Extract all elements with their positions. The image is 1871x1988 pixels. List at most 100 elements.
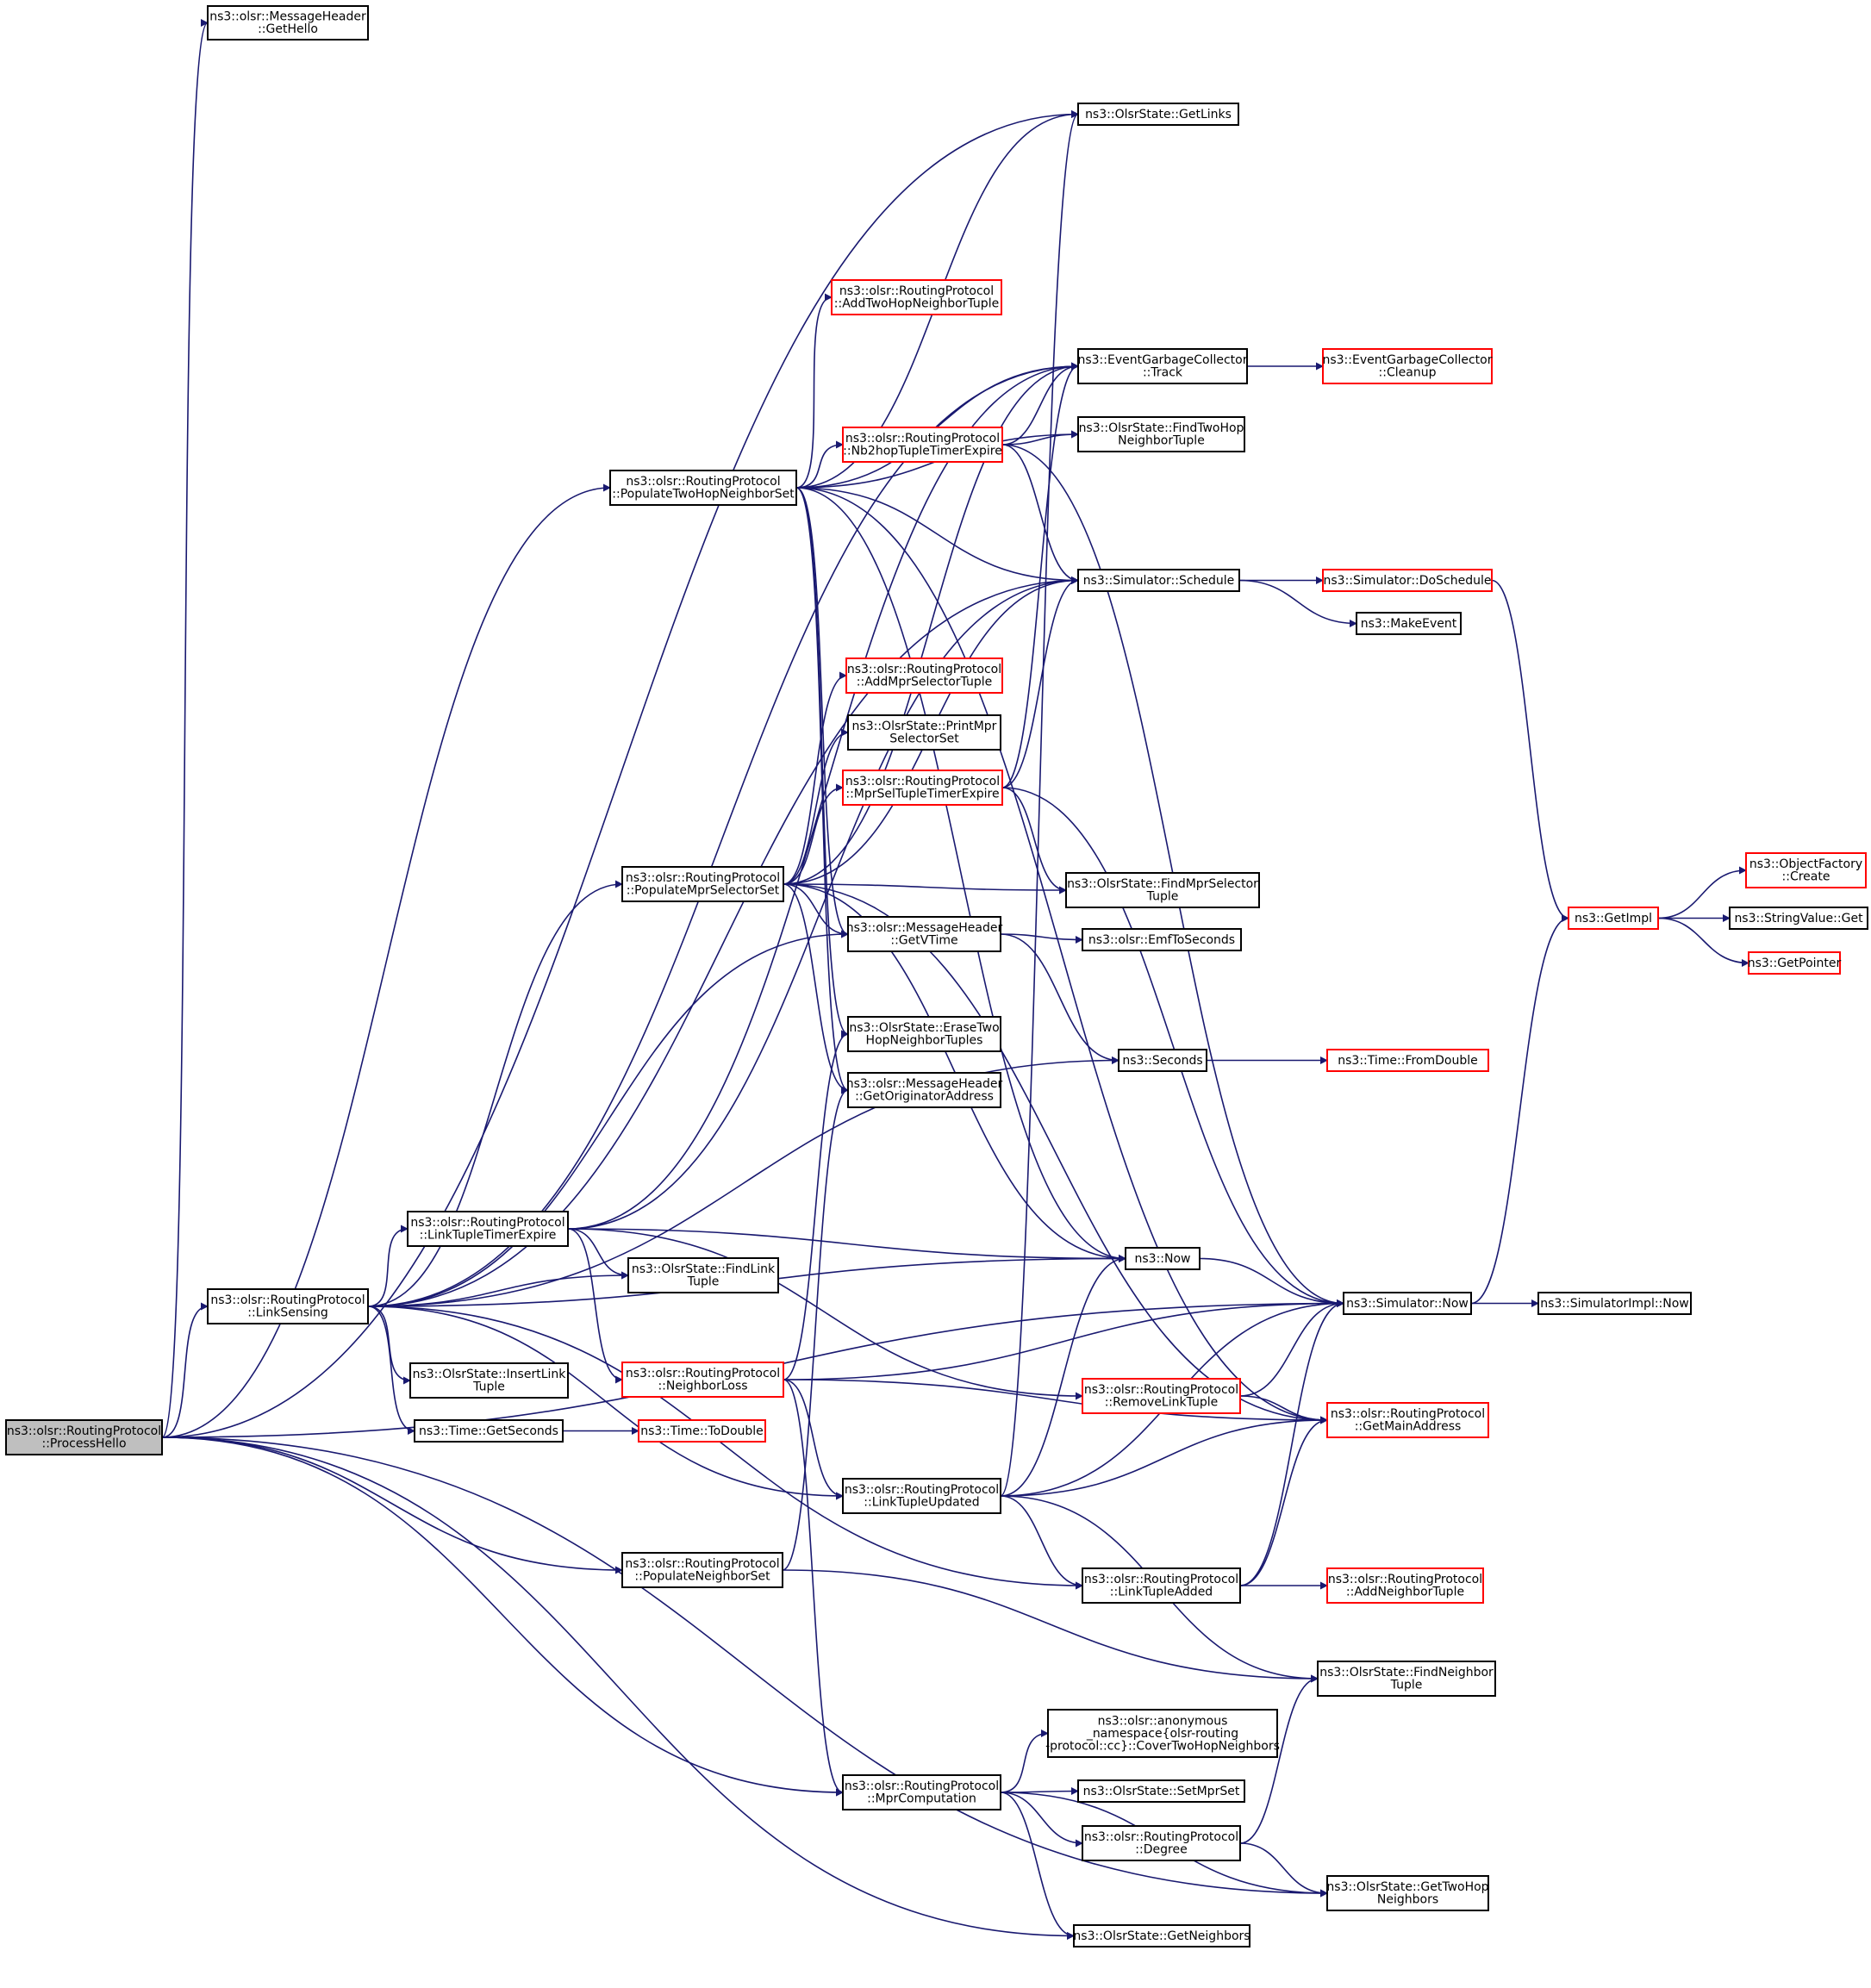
node-simImplNow[interactable]: ns3::SimulatorImpl::Now: [1537, 1292, 1692, 1315]
node-setMprSet[interactable]: ns3::OlsrState::SetMprSet: [1077, 1779, 1245, 1803]
node-stringValueGet[interactable]: ns3::StringValue::Get: [1729, 907, 1868, 930]
node-linkTupleExpire[interactable]: ns3::olsr::RoutingProtocol::LinkTupleTim…: [407, 1211, 569, 1247]
node-getVTime[interactable]: ns3::olsr::MessageHeader::GetVTime: [846, 916, 1003, 952]
node-mprSelExpire[interactable]: ns3::olsr::RoutingProtocol::MprSelTupleT…: [842, 770, 1003, 806]
node-box: [1326, 1402, 1489, 1438]
node-box: [842, 770, 1003, 806]
edge-linkTupleUpdated-to-getLinks: [1000, 110, 1079, 1497]
node-timeGetSeconds[interactable]: ns3::Time::GetSeconds: [414, 1419, 564, 1443]
node-box: [1077, 103, 1239, 126]
node-box: [1317, 1661, 1496, 1697]
edge-linkSensing-to-populateMprSel: [367, 880, 623, 1307]
node-box: [621, 1362, 784, 1398]
node-objectFactory[interactable]: ns3::ObjectFactory::Create: [1745, 852, 1867, 888]
edge-linkTupleExpire-to-now: [567, 1228, 1126, 1262]
node-populateTwoHop[interactable]: ns3::olsr::RoutingProtocol::PopulateTwoH…: [609, 470, 797, 506]
node-now[interactable]: ns3::Now: [1125, 1247, 1201, 1270]
node-fromDouble[interactable]: ns3::Time::FromDouble: [1326, 1049, 1489, 1072]
edge-nb2hop-to-schedule: [1001, 444, 1079, 584]
node-label-line: ns3::Now: [1135, 1252, 1191, 1266]
node-getOriginator[interactable]: ns3::olsr::MessageHeader::GetOriginatorA…: [846, 1072, 1003, 1108]
node-getMainAddress[interactable]: ns3::olsr::RoutingProtocol::GetMainAddre…: [1326, 1402, 1489, 1438]
node-toDouble[interactable]: ns3::Time::ToDouble: [638, 1419, 766, 1443]
edge-getVTime-to-emfToSeconds: [1000, 933, 1083, 944]
node-egcTrack[interactable]: ns3::EventGarbageCollector::Track: [1077, 348, 1248, 384]
edge-processHello-to-mprComputation: [161, 1436, 844, 1797]
edge-neighborLoss-to-mprComputation: [783, 1379, 844, 1797]
edge-linkSensing-to-getVTime: [367, 930, 849, 1307]
node-addTwoHop[interactable]: ns3::olsr::RoutingProtocol::AddTwoHopNei…: [831, 279, 1002, 315]
node-makeEvent[interactable]: ns3::MakeEvent: [1356, 612, 1462, 635]
edge-linkTupleExpire-to-egcTrack: [567, 362, 1079, 1230]
edge-mprSelExpire-to-egcTrack: [1001, 362, 1079, 788]
edge-processHello-to-populateNeighbor: [161, 1436, 623, 1574]
node-linkTupleAdded[interactable]: ns3::olsr::RoutingProtocol::LinkTupleAdd…: [1082, 1567, 1241, 1604]
node-label-line: ns3::olsr::RoutingProtocol: [1084, 1830, 1238, 1844]
node-populateNeighbor[interactable]: ns3::olsr::RoutingProtocol::PopulateNeig…: [621, 1552, 783, 1588]
node-box: [414, 1419, 564, 1443]
edge-linkTupleAdded-to-simNow: [1239, 1299, 1344, 1586]
node-label-line: ::PopulateTwoHopNeighborSet: [612, 488, 795, 502]
node-label-line: ::AddTwoHopNeighborTuple: [834, 297, 999, 311]
node-linkTupleUpdated[interactable]: ns3::olsr::RoutingProtocol::LinkTupleUpd…: [842, 1478, 1001, 1514]
node-label-line: ::PopulateMprSelectorSet: [627, 884, 780, 898]
node-removeLinkTuple[interactable]: ns3::olsr::RoutingProtocol::RemoveLinkTu…: [1082, 1378, 1241, 1414]
node-populateMprSel[interactable]: ns3::olsr::RoutingProtocol::PopulateMprS…: [621, 866, 784, 902]
node-doSchedule[interactable]: ns3::Simulator::DoSchedule: [1322, 569, 1493, 592]
node-getLinks[interactable]: ns3::OlsrState::GetLinks: [1077, 103, 1239, 126]
node-seconds[interactable]: ns3::Seconds: [1118, 1049, 1207, 1072]
node-nb2hop[interactable]: ns3::olsr::RoutingProtocol::Nb2hopTupleT…: [842, 427, 1003, 463]
edge-populateNeighbor-to-findNeighborTuple: [782, 1569, 1319, 1683]
node-neighborLoss[interactable]: ns3::olsr::RoutingProtocol::NeighborLoss: [621, 1362, 784, 1398]
node-label-line: ns3::olsr::RoutingProtocol: [845, 1483, 999, 1497]
node-box: [627, 1257, 779, 1293]
node-degree[interactable]: ns3::olsr::RoutingProtocol::Degree: [1082, 1825, 1241, 1861]
node-label-line: ns3::OlsrState::GetTwoHop: [1326, 1880, 1488, 1894]
node-label-line: ::Degree: [1135, 1843, 1187, 1857]
node-label-line: ns3::olsr::anonymous: [1098, 1714, 1228, 1728]
node-label-line: ns3::olsr::RoutingProtocol: [845, 1779, 999, 1793]
node-linkSensing[interactable]: ns3::olsr::RoutingProtocol::LinkSensing: [207, 1288, 369, 1324]
edge-linkTupleExpire-to-findLinkTuple: [567, 1228, 629, 1280]
node-eraseTwoHop[interactable]: ns3::OlsrState::EraseTwoHopNeighborTuple…: [847, 1016, 1001, 1052]
node-processHello[interactable]: ns3::olsr::RoutingProtocol::ProcessHello: [5, 1419, 163, 1455]
edge-now-to-simNow: [1199, 1257, 1344, 1307]
node-addMprSel[interactable]: ns3::olsr::RoutingProtocol::AddMprSelect…: [845, 657, 1003, 694]
node-box: [845, 657, 1003, 694]
node-label-line: ns3::OlsrState::FindLink: [632, 1262, 776, 1276]
node-getHello[interactable]: ns3::olsr::MessageHeader::GetHello: [207, 5, 369, 41]
node-label-line: ns3::OlsrState::FindMprSelector: [1067, 877, 1258, 891]
node-emfToSeconds[interactable]: ns3::olsr::EmfToSeconds: [1082, 928, 1242, 951]
node-box: [638, 1419, 766, 1443]
node-box: [1568, 907, 1659, 930]
node-egcCleanup[interactable]: ns3::EventGarbageCollector::Cleanup: [1322, 348, 1493, 384]
edge-populateTwoHop-to-nb2hop: [795, 440, 844, 489]
edge-populateMprSel-to-addMprSel: [783, 671, 847, 885]
node-label-line: Tuple: [1390, 1679, 1423, 1692]
node-getPointer[interactable]: ns3::GetPointer: [1748, 951, 1842, 975]
edge-populateMprSel-to-findMprSel: [783, 883, 1067, 894]
node-box: [1082, 1378, 1241, 1414]
node-getNeighbors[interactable]: ns3::OlsrState::GetNeighbors: [1073, 1924, 1250, 1947]
node-label-line: ns3::Time::ToDouble: [640, 1424, 764, 1438]
node-coverTwoHop[interactable]: ns3::olsr::anonymous_namespace{olsr-rout…: [1045, 1709, 1280, 1758]
node-label-line: ::ProcessHello: [41, 1437, 126, 1451]
node-getImpl[interactable]: ns3::GetImpl: [1568, 907, 1659, 930]
node-box: [1322, 348, 1493, 384]
node-simNow[interactable]: ns3::Simulator::Now: [1343, 1292, 1472, 1315]
node-box: [1082, 1567, 1241, 1604]
node-addNeighborTuple[interactable]: ns3::olsr::RoutingProtocol::AddNeighborT…: [1326, 1567, 1484, 1604]
node-schedule[interactable]: ns3::Simulator::Schedule: [1077, 569, 1240, 592]
edge-populateMprSel-to-egcTrack: [783, 362, 1079, 885]
node-mprComputation[interactable]: ns3::olsr::RoutingProtocol::MprComputati…: [842, 1774, 1001, 1810]
node-label-line: ::GetHello: [258, 22, 318, 36]
node-label-line: ns3::SimulatorImpl::Now: [1540, 1297, 1689, 1311]
